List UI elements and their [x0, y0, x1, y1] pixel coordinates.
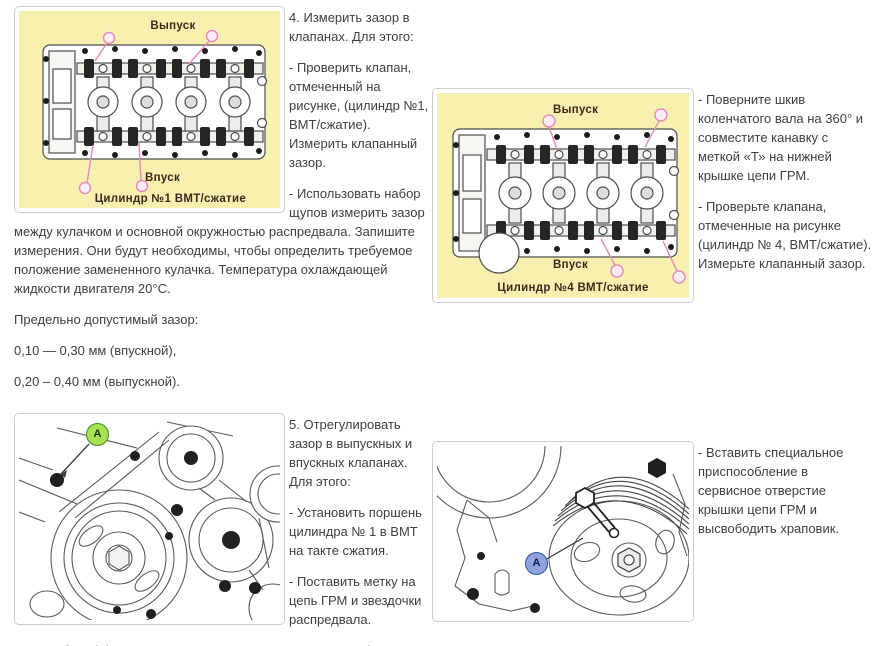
- cylinder-head-diagram: [42, 29, 268, 195]
- cylinder-head-no4-canvas: Выпуск Впуск Цилиндр №4 ВМТ/сжатие: [437, 93, 689, 298]
- intake-label: Впуск: [553, 259, 589, 271]
- step5-left-cell: A 5. Отрегулировать зазор в выпускных и …: [14, 413, 432, 646]
- crank-pulley-tool-diagram: [437, 446, 689, 616]
- step5-insert-tool: - Вставить специальное приспособление в …: [698, 445, 844, 536]
- intake-label: Впуск: [145, 172, 181, 184]
- figure-caption: Цилиндр №4 ВМТ/сжатие: [497, 282, 649, 294]
- engine-front-belt-diagram: [19, 421, 280, 620]
- special-tool-figure: A: [432, 441, 694, 622]
- tool-position-badge: A: [525, 552, 548, 575]
- clearance-exhaust-value: 0,20 – 0,40 мм (выпускной).: [14, 374, 180, 389]
- special-tool-canvas: A: [437, 446, 689, 617]
- drive-belt-canvas: A: [19, 418, 280, 620]
- step5-remove-bolt: - Снять болт (А) сервисного отверстия кр…: [14, 641, 432, 646]
- step4-heading: 4. Измерить зазор в клапанах. Для этого:: [289, 10, 414, 44]
- figure-caption: Цилиндр №1 ВМТ/сжатие: [94, 193, 247, 205]
- step4-right-cell: Выпуск Впуск Цилиндр №4 ВМТ/сжатие - Пов…: [432, 6, 872, 403]
- step5-heading: 5. Отрегулировать зазор в выпускных и вп…: [289, 417, 413, 489]
- callout-lines: [542, 108, 686, 284]
- cylinder-head-no4-figure: Выпуск Впуск Цилиндр №4 ВМТ/сжатие: [432, 88, 694, 303]
- step4-check-cyl4: - Проверьте клапана, отмеченные на рисун…: [698, 199, 872, 271]
- cylinder-head-no1-figure: Выпуск Впуск Цилиндр №1 ВМТ/сжатие: [14, 6, 285, 213]
- clearance-limit-heading: Предельно допустимый зазор:: [14, 312, 199, 327]
- step4-feeler-gauge: - Использовать набор щупов измерить зазо…: [14, 186, 425, 296]
- step4-left-cell: Выпуск Впуск Цилиндр №1 ВМТ/сжатие 4. Из…: [14, 6, 432, 403]
- step4-rotate-pulley: - Поверните шкив коленчатого вала на 360…: [698, 92, 864, 183]
- clearance-intake-value: 0,10 — 0,30 мм (впускной),: [14, 343, 177, 358]
- callout-lines: [78, 29, 219, 195]
- bolt-heads: [50, 451, 261, 619]
- bolt-heads: [467, 458, 666, 613]
- exhaust-label: Выпуск: [553, 104, 599, 116]
- step4-check-valve: - Проверить клапан, отмеченный на рисунк…: [289, 60, 429, 170]
- step5-right-cell: A - Вставить специальное приспособление …: [432, 413, 872, 646]
- drive-belt-figure: A: [14, 413, 285, 625]
- service-bolt-badge: A: [86, 423, 109, 446]
- cylinder-head-diagram: [452, 108, 686, 284]
- exhaust-label: Выпуск: [150, 20, 196, 32]
- cylinder-head-no1-canvas: Выпуск Впуск Цилиндр №1 ВМТ/сжатие: [19, 11, 280, 208]
- step5-set-piston: - Установить поршень цилиндра № 1 в ВМТ …: [289, 505, 422, 558]
- step5-mark-chain: - Поставить метку на цепь ГРМ и звездочк…: [289, 574, 422, 627]
